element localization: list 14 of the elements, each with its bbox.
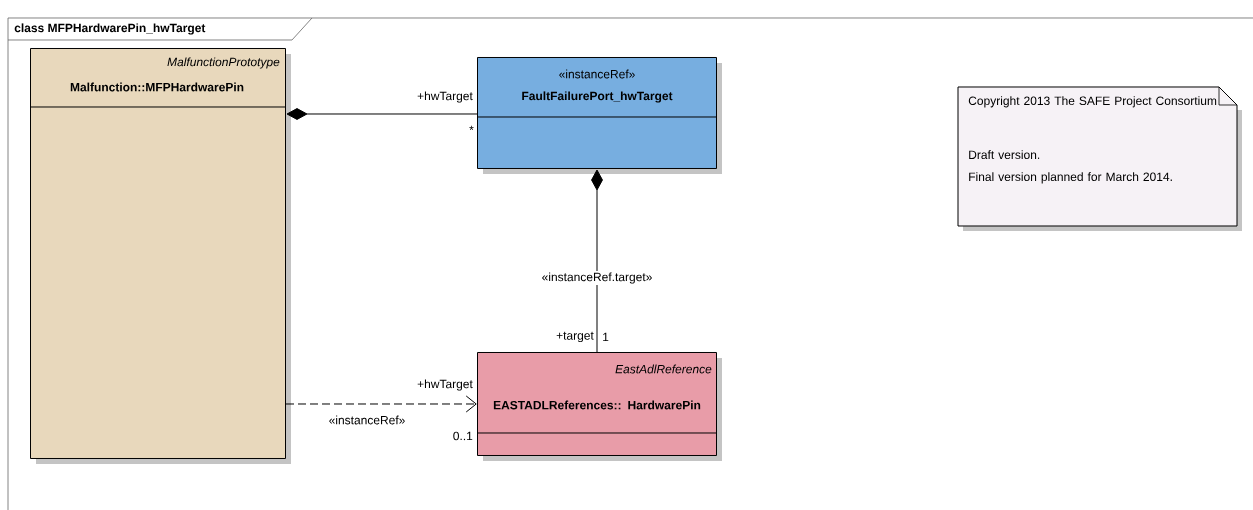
association-line [591, 169, 603, 353]
end-label: * [469, 125, 474, 131]
class-box: «instanceRef» FaultFailurePort_hwTarget [476, 57, 722, 174]
association-line [286, 108, 478, 120]
note-box: Copyright 2013 The SAFE Project Consortium Draft version. Final version planned for March 2014. [957, 86, 1242, 231]
end-label: +target [556, 331, 594, 343]
class-box: EastAdlReference EASTADLReferences:: HardwarePin [476, 352, 722, 461]
association-line [285, 395, 477, 413]
class-box: MalfunctionPrototype Malfunction::MFPHardwarePin [29, 48, 291, 464]
end-label: 1 [603, 332, 609, 342]
end-label: +hwTarget [417, 91, 473, 103]
edge-label: «instanceRef» [327, 414, 407, 426]
edge-label: «instanceRef.target» [540, 270, 654, 286]
frame-title-tab: class MFPHardwarePin_hwTarget [7, 17, 313, 41]
